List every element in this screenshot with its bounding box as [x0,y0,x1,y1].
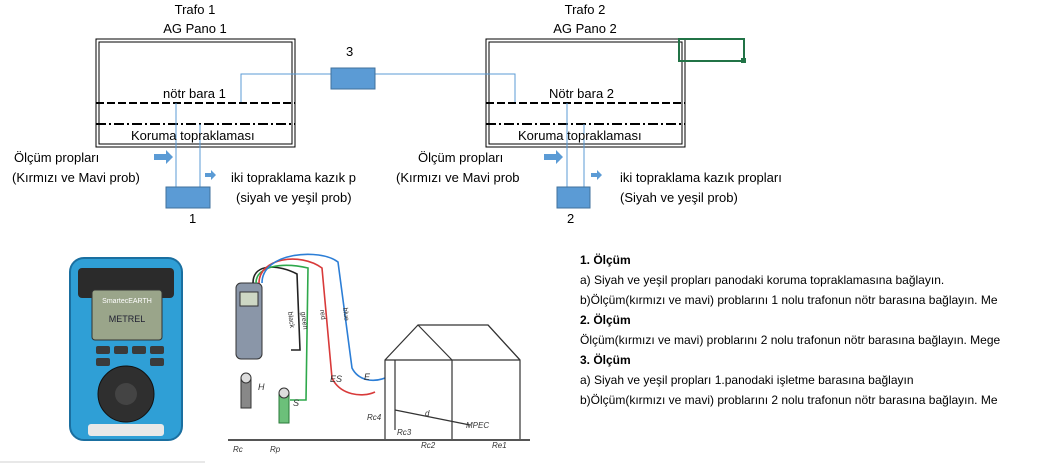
olcum-1-line1: Ölçüm propları [14,150,100,165]
trafo-2-label: Trafo 2 [564,2,606,17]
notr-bara-2-label: Nötr bara 2 [549,86,615,101]
terminal-s-label: S [293,398,299,408]
kazik-1-line1: iki topraklama kazık p [231,170,356,185]
koruma-1-label: Koruma topraklaması [131,128,255,143]
selected-cell[interactable] [678,38,745,62]
d-label: d [425,409,430,418]
terminal-es-label: ES [330,374,342,384]
res-label: Rp [270,445,281,454]
red-wire [258,258,376,396]
olcum-2-line2: (Kırmızı ve Mavi prob [396,170,520,185]
pano-1-label: AG Pano 1 [163,21,227,36]
pano-1-frame-inner [98,41,293,145]
step-3-line-b: b)Ölçüm(kırmızı ve mavi) problarını 2 no… [580,393,998,407]
arrow-right-icon [154,150,173,164]
pano-2-frame-outer [485,38,686,148]
arrow-right-icon [205,170,216,180]
step-3-line-a: a) Siyah ve yeşil propları 1.panodaki iş… [580,373,914,387]
res-label: Rc3 [397,428,412,437]
mpec-label: MPEC [466,421,489,430]
step-2-line: Ölçüm(kırmızı ve mavi) problarını 2 nolu… [580,333,1001,347]
device-brand-text: SmartecEARTH [102,298,152,305]
blue-wire [261,253,386,382]
arrow-icons [154,150,602,180]
step-1-line-b: b)Ölçüm(kırmızı ve mavi) problarını 1 no… [580,293,998,307]
res-label: Rc4 [367,413,382,422]
instructions-panel: 1. Ölçüm a) Siyah ve yeşil propları pano… [580,250,1055,410]
pano-2-frame-inner [488,41,683,145]
green-wire [255,264,309,401]
olcum-1-line2: (Kırmızı ve Mavi prob) [12,170,140,185]
koruma-2-label: Koruma topraklaması [518,128,642,143]
wire-3-left [240,73,331,102]
device-model-text: METREL [109,314,146,324]
pano-1-frame-outer [95,38,296,148]
wire-label-black: black [286,311,295,329]
res-label: Rc [233,445,243,454]
step-1-title: 1. Ölçüm [580,253,631,267]
pano-2-label: AG Pano 2 [553,21,617,36]
meter-box-1 [165,186,211,209]
meter-box-3 [330,67,376,90]
notr-bara-1-label: nötr bara 1 [163,86,226,101]
wire-label-blue: blue [341,307,350,321]
arrow-right-icon [591,170,602,180]
kazik-1-line2: (siyah ve yeşil prob) [236,190,352,205]
building-frame [384,324,521,440]
meter-1-number: 1 [189,211,197,226]
kazik-2-line2: (Siyah ve yeşil prob) [620,190,738,205]
res-label: Rc2 [421,441,436,450]
meter-box-2 [556,186,591,209]
meter-3-number: 3 [346,44,354,59]
wire-label-green: green [299,311,308,330]
arrow-right-icon [544,150,563,164]
trafo-1-label: Trafo 1 [174,2,216,17]
olcum-2-line1: Ölçüm propları [418,150,504,165]
wire-3-right [375,73,516,102]
step-3-title: 3. Ölçüm [580,353,631,367]
step-1-line-a: a) Siyah ve yeşil propları panodaki koru… [580,273,945,287]
terminal-e-label: E [364,372,371,382]
meter-2-number: 2 [567,211,575,226]
wire-label-red: red [318,309,326,320]
res-label: Re1 [492,441,507,450]
kazik-2-line1: iki topraklama kazık propları [620,170,782,185]
step-2-title: 2. Ölçüm [580,313,631,327]
fill-handle[interactable] [741,58,746,63]
black-wire [252,266,301,351]
terminal-h-label: H [258,382,265,392]
